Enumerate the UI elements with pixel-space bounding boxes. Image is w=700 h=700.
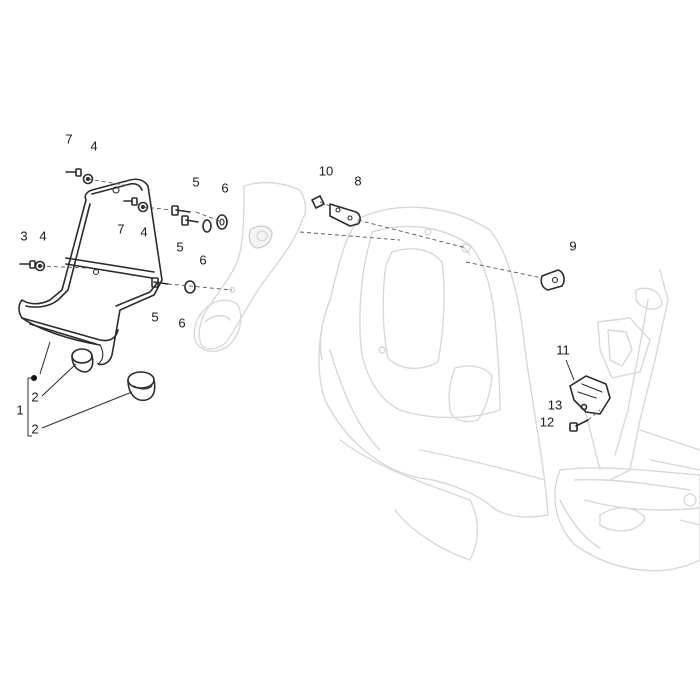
callout-5-middle: 5 [176, 239, 184, 255]
callout-10: 10 [318, 163, 334, 179]
callout-3: 3 [20, 228, 28, 244]
callout-1: 1 [16, 402, 24, 418]
callout-7-top: 7 [65, 131, 73, 147]
callout-4-left: 4 [39, 228, 47, 244]
leg-shield-ghost [318, 206, 549, 561]
callout-lines [27, 341, 575, 437]
callout-8: 8 [354, 173, 362, 189]
washer-13 [580, 403, 588, 411]
bracket-8 [329, 203, 361, 227]
stud-5-lower [151, 277, 169, 288]
callout-6-middle: 6 [199, 252, 207, 268]
callout-2-lower: 2 [31, 421, 39, 437]
callout-9: 9 [569, 238, 577, 254]
front-rack [18, 178, 163, 366]
front-panel-ghost [193, 181, 307, 352]
callout-dot [31, 375, 37, 381]
rubber-bushing-lower [127, 371, 156, 402]
callout-13: 13 [547, 397, 563, 413]
stud-5-upper [171, 205, 191, 216]
screw-3 [19, 260, 36, 269]
callout-6-upper: 6 [221, 180, 229, 196]
washer-6-c [184, 280, 196, 294]
callout-2-upper: 2 [31, 389, 39, 405]
callout-5-lower: 5 [151, 309, 159, 325]
callout-4-top: 4 [90, 138, 98, 154]
callout-5-upper: 5 [192, 174, 200, 190]
screw-7-top [65, 168, 82, 177]
clip-9 [540, 269, 565, 291]
callout-6-lower: 6 [178, 315, 186, 331]
rubber-bushing-upper [71, 348, 94, 373]
stud-5-middle [181, 215, 199, 226]
screw-12 [569, 419, 589, 432]
scooter-frame-ghost [554, 269, 700, 572]
washer-6-a [216, 214, 228, 230]
assembly-leaders [39, 178, 601, 421]
callout-4-mid: 4 [140, 224, 148, 240]
callout-7-mid: 7 [117, 221, 125, 237]
washer-6-b [202, 219, 212, 233]
screw-7-mid [123, 197, 138, 206]
callout-12: 12 [539, 414, 555, 430]
bracket-11 [569, 375, 611, 415]
nut-10 [311, 195, 325, 209]
callout-11: 11 [556, 342, 570, 358]
